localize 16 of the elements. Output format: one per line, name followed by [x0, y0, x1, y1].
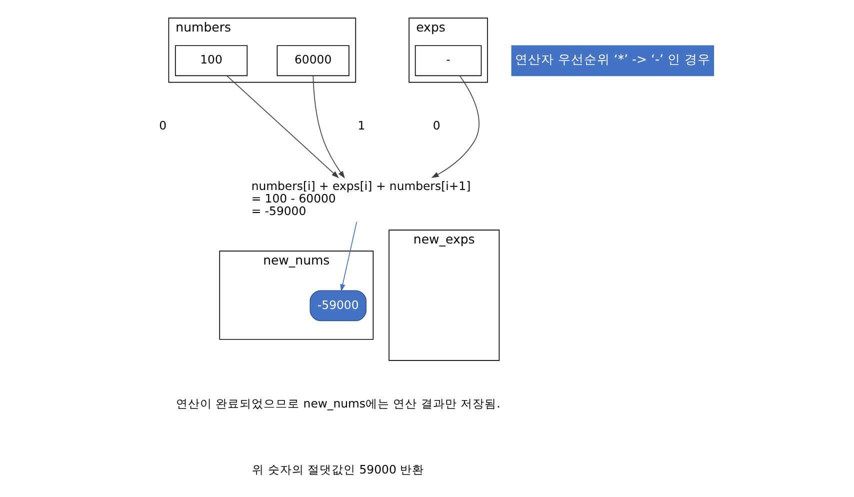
arrow [340, 221, 358, 292]
label: 1 [358, 118, 366, 133]
label: 연산이 완료되었으므로 new_nums에는 연산 결과만 저장됨. [176, 396, 500, 411]
label: 0 [159, 118, 167, 133]
node-box: 연산자 우선순위 ‘*’ -> ‘-’ 인 경우 [511, 45, 714, 76]
arrow [226, 76, 340, 178]
node-box: 100 [174, 45, 248, 76]
node-box: 60000 [276, 45, 350, 76]
node-text: numbers[i] + exps[i] + numbers[i+1] = 100 - 60000 = -59000 [251, 179, 471, 218]
arrow [431, 76, 480, 178]
node-box: - [414, 45, 482, 76]
node-box: new_exps [388, 230, 500, 361]
arrow [312, 75, 345, 179]
label: 0 [432, 118, 440, 133]
label: 위 숫자의 절댓값인 59000 반환 [252, 462, 424, 477]
node-box: -59000 [310, 290, 366, 322]
